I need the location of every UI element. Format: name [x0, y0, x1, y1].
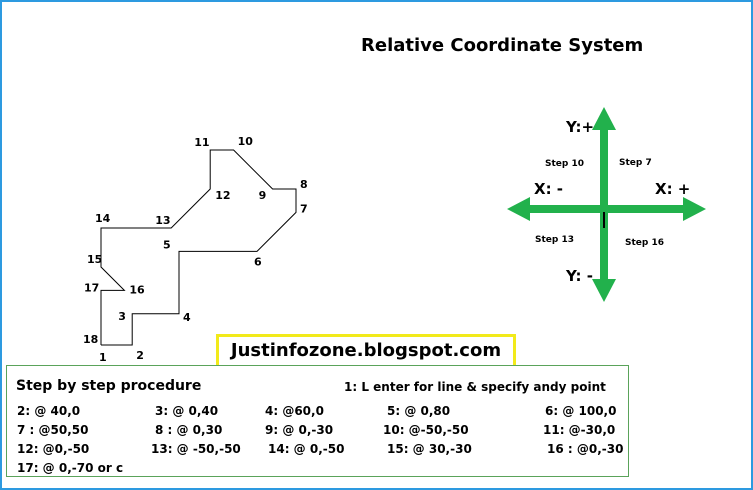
x-neg-arrowhead	[507, 197, 530, 221]
procedure-step: 14: @ 0,-50	[268, 442, 345, 456]
procedure-panel: Step by step procedure 1: L enter for li…	[6, 365, 629, 477]
procedure-step-1: 1: L enter for line & specify andy point	[344, 380, 606, 394]
procedure-step: 15: @ 30,-30	[387, 442, 472, 456]
shape-layer	[100, 149, 297, 346]
y-axis-shaft	[600, 124, 608, 290]
x-pos-arrowhead	[683, 197, 706, 221]
vertex-label-5: 5	[163, 238, 171, 251]
vertex-label-7: 7	[300, 202, 308, 215]
vertex-label-16: 16	[129, 283, 145, 296]
procedure-step: 2: @ 40,0	[17, 404, 81, 418]
vertex-label-3: 3	[118, 310, 126, 323]
procedure-step: 6: @ 100,0	[545, 404, 617, 418]
x-neg-label: X: -	[534, 180, 563, 198]
x-pos-label: X: +	[655, 180, 690, 198]
procedure-step: 17: @ 0,-70 or c	[17, 461, 124, 475]
procedure-step: 5: @ 0,80	[387, 404, 451, 418]
vertex-label-17: 17	[84, 281, 99, 294]
vertex-label-18: 18	[83, 333, 98, 346]
y-pos-label: Y:+	[565, 118, 594, 136]
diagram-title: Relative Coordinate System	[361, 35, 643, 56]
procedure-heading: Step by step procedure	[16, 378, 202, 394]
vertex-label-1: 1	[99, 351, 107, 364]
vertex-label-10: 10	[238, 135, 254, 148]
step-13-label: Step 13	[535, 235, 574, 245]
vertex-label-12: 12	[215, 189, 230, 202]
vertex-label-11: 11	[194, 136, 209, 149]
procedure-step: 11: @-30,0	[543, 423, 616, 437]
procedure-step: 3: @ 0,40	[155, 404, 219, 418]
procedure-step: 16 : @0,-30	[547, 442, 624, 456]
procedure-step: 9: @ 0,-30	[265, 423, 334, 437]
procedure-step: 13: @ -50,-50	[151, 442, 241, 456]
procedure-step: 4: @60,0	[265, 404, 324, 418]
vertex-label-2: 2	[136, 349, 144, 362]
relative-coordinate-shape-outline	[100, 149, 297, 346]
y-pos-arrowhead	[592, 107, 616, 130]
y-neg-arrowhead	[592, 279, 616, 302]
step-7-label: Step 7	[619, 158, 652, 168]
axis-cross	[507, 107, 706, 302]
vertex-label-4: 4	[183, 311, 191, 324]
procedure-step: 7 : @50,50	[17, 423, 89, 437]
vertex-label-14: 14	[95, 212, 111, 225]
procedure-step: 8 : @ 0,30	[155, 423, 223, 437]
vertex-label-9: 9	[259, 189, 267, 202]
procedure-step: 12: @0,-50	[17, 442, 90, 456]
vertex-label-6: 6	[254, 255, 262, 268]
vertex-label-15: 15	[87, 253, 102, 266]
y-neg-label: Y: -	[565, 267, 593, 285]
step-10-label: Step 10	[545, 159, 584, 169]
step-16-label: Step 16	[625, 238, 664, 248]
vertex-label-13: 13	[155, 214, 170, 227]
website-banner: Justinfozone.blogspot.com	[216, 334, 516, 368]
procedure-step: 10: @-50,-50	[383, 423, 469, 437]
vertex-label-8: 8	[300, 178, 308, 191]
